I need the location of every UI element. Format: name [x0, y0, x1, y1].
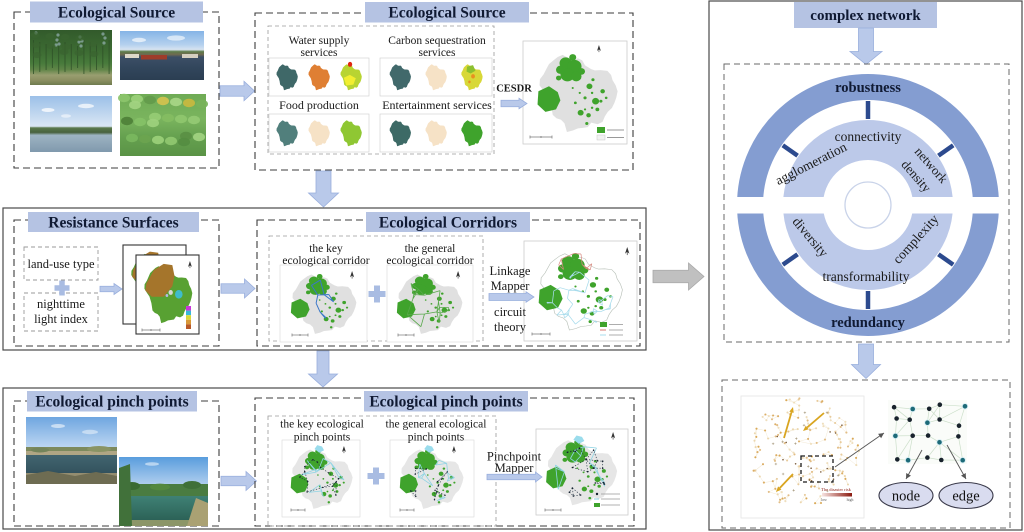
svg-text:edge: edge: [952, 489, 979, 505]
svg-text:pinch points: pinch points: [294, 432, 351, 444]
svg-text:Mapper: Mapper: [491, 279, 531, 293]
svg-text:redundancy: redundancy: [831, 315, 906, 331]
svg-text:Ecological pinch points: Ecological pinch points: [369, 394, 522, 411]
svg-text:Resistance Surfaces: Resistance Surfaces: [48, 214, 178, 231]
svg-text:light index: light index: [34, 312, 89, 326]
svg-text:circuit: circuit: [494, 305, 526, 319]
svg-text:the general ecological: the general ecological: [386, 419, 487, 431]
svg-text:Ecological Source: Ecological Source: [58, 4, 175, 21]
svg-text:services: services: [300, 47, 338, 59]
svg-text:Ecological Source: Ecological Source: [388, 5, 505, 22]
svg-text:nighttime: nighttime: [37, 297, 85, 311]
svg-text:low: low: [821, 498, 827, 502]
svg-text:Linkage: Linkage: [490, 264, 531, 278]
svg-text:ecological corridor: ecological corridor: [386, 255, 473, 267]
svg-text:the key ecological: the key ecological: [280, 419, 364, 431]
svg-text:Pinchpoint: Pinchpoint: [487, 450, 542, 464]
svg-text:Ecological Corridors: Ecological Corridors: [379, 214, 517, 231]
svg-text:the key: the key: [309, 243, 343, 255]
svg-text:complex network: complex network: [810, 8, 921, 24]
svg-text:Carbon sequestration: Carbon sequestration: [388, 35, 486, 47]
svg-text:the general: the general: [405, 243, 456, 255]
svg-text:Water supply: Water supply: [289, 35, 350, 47]
svg-text:services: services: [418, 47, 456, 59]
svg-text:node: node: [892, 489, 920, 505]
svg-text:Ecological pinch points: Ecological pinch points: [35, 394, 188, 411]
svg-text:high: high: [847, 498, 854, 502]
svg-text:ecological corridor: ecological corridor: [282, 255, 369, 267]
svg-text:Entertainment services: Entertainment services: [382, 98, 492, 112]
svg-text:robustness: robustness: [835, 80, 901, 96]
svg-text:Food production: Food production: [279, 98, 359, 112]
svg-text:pinch points: pinch points: [408, 432, 465, 444]
svg-text:CESDR: CESDR: [496, 84, 532, 95]
svg-text:connectivity: connectivity: [835, 129, 902, 144]
svg-text:land-use type: land-use type: [28, 257, 95, 271]
svg-text:transformability: transformability: [823, 269, 910, 284]
svg-text:Mapper: Mapper: [495, 461, 535, 475]
svg-text:The disaster risk: The disaster risk: [821, 487, 851, 492]
svg-text:theory: theory: [494, 320, 527, 334]
